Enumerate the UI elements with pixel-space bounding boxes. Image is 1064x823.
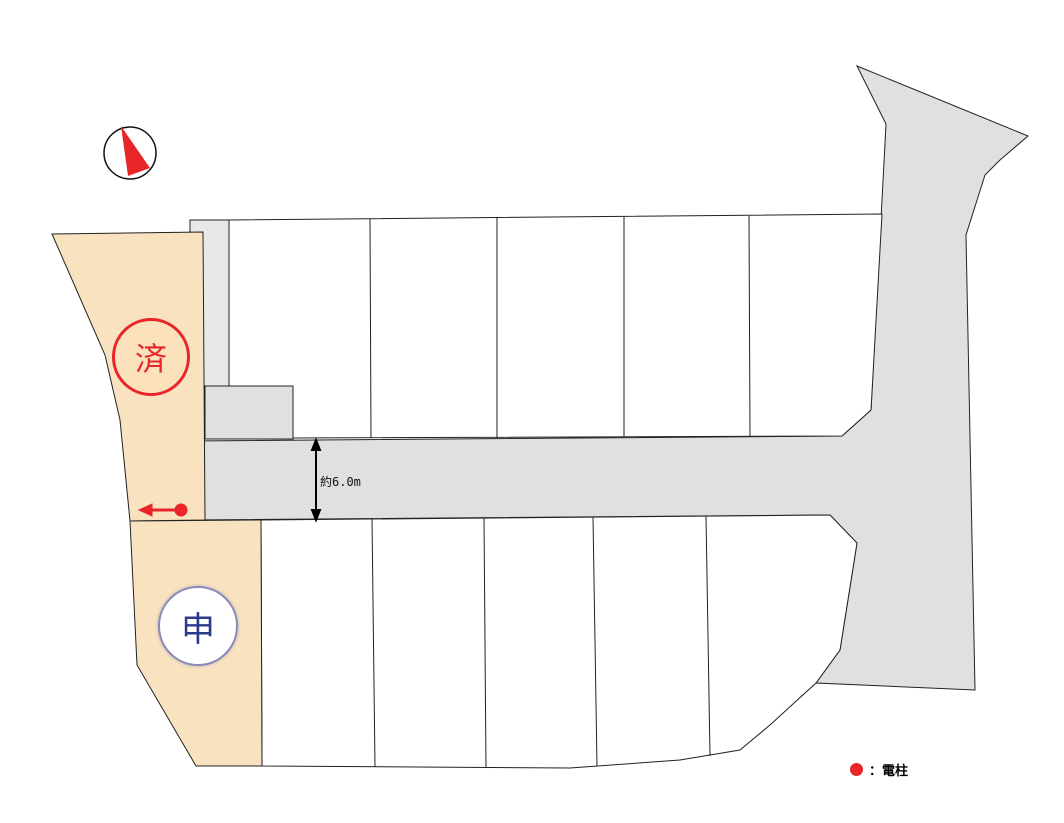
road-width-arrow-icon bbox=[310, 437, 322, 523]
applied-stamp: 申 bbox=[158, 586, 238, 666]
gray-block bbox=[204, 385, 294, 440]
north-compass-icon bbox=[103, 126, 157, 180]
top-lots-outline bbox=[228, 213, 883, 439]
utility-pole-icon bbox=[137, 503, 188, 517]
road-width-label: 約6.0m bbox=[320, 475, 361, 489]
bottom-lots-outline bbox=[260, 514, 858, 769]
sold-stamp: 済 bbox=[112, 318, 190, 396]
legend-text: ：電柱 bbox=[869, 764, 909, 779]
legend: ：電柱 bbox=[850, 760, 908, 779]
utility-pole-legend-icon bbox=[850, 763, 863, 776]
